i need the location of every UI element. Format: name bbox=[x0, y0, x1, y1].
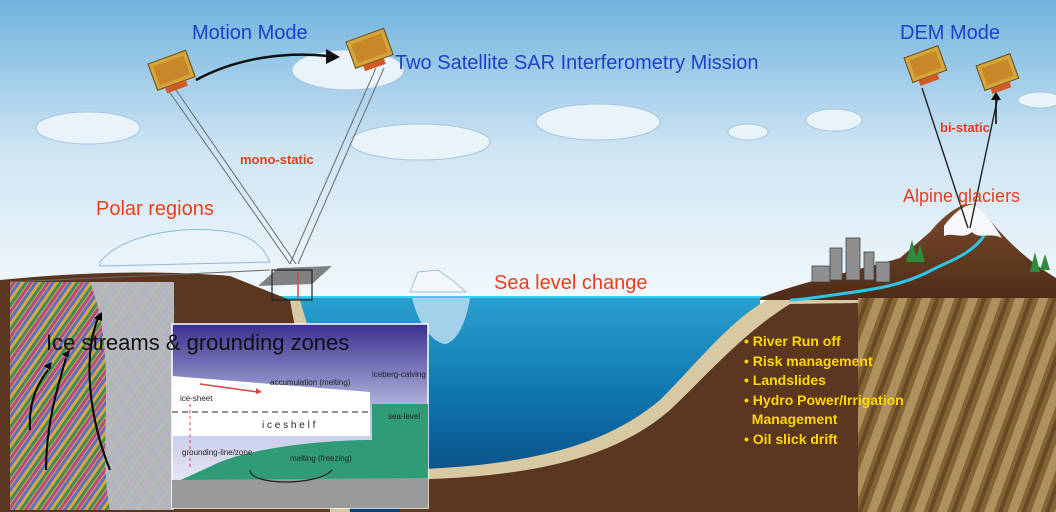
application-item: • Landslides bbox=[744, 372, 826, 389]
motion-mode-label: Motion Mode bbox=[192, 22, 308, 44]
melting-freezing-label: melting (freezing) bbox=[290, 454, 352, 463]
accumulation-label: accumulation (melting) bbox=[270, 378, 351, 387]
grounding-line-label: grounding-line/zone bbox=[182, 448, 253, 457]
satellite bbox=[147, 27, 1020, 95]
dem-mode-label: DEM Mode bbox=[900, 22, 1001, 44]
ice-sheet-label: ice-sheet bbox=[180, 394, 213, 403]
application-item: Management bbox=[744, 411, 838, 428]
iceberg-calving-label: iceberg-calving bbox=[372, 370, 426, 379]
application-item: • Risk management bbox=[744, 352, 873, 369]
polar-regions-label: Polar regions bbox=[96, 198, 214, 220]
application-item: • Hydro Power/Irrigation bbox=[744, 391, 904, 408]
ice-streams-label: Ice streams & grounding zones bbox=[46, 330, 350, 355]
mono-static-label: mono-static bbox=[240, 152, 314, 167]
ice-shelf-label: i c e s h e l f bbox=[262, 420, 316, 431]
applications-list: • River Run off • Risk management • Land… bbox=[744, 332, 904, 450]
bi-static-label: bi-static bbox=[940, 120, 990, 135]
application-item: • Oil slick drift bbox=[744, 430, 838, 447]
application-item: • River Run off bbox=[744, 333, 841, 349]
mission-title: Two Satellite SAR Interferometry Mission bbox=[395, 52, 759, 74]
sea-level-change-label: Sea level change bbox=[494, 272, 648, 294]
alpine-glaciers-label: Alpine glaciers bbox=[903, 186, 1021, 206]
sea-level-label: sea-level bbox=[388, 412, 421, 421]
